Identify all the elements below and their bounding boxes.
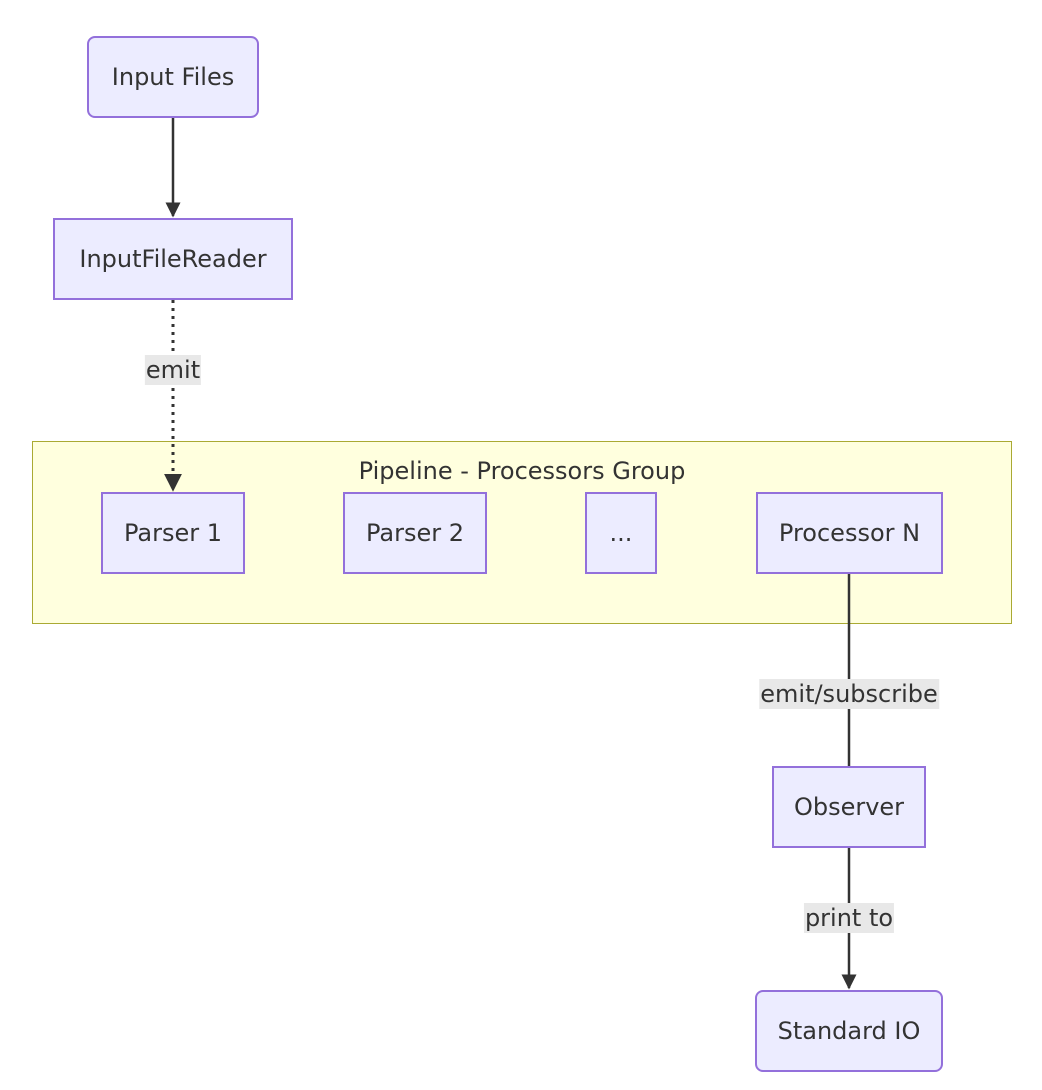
node-parser-2[interactable]: Parser 2: [343, 492, 487, 574]
node-parser-1[interactable]: Parser 1: [101, 492, 245, 574]
cluster-title: Pipeline - Processors Group: [358, 457, 686, 485]
edge-label-emit: emit: [144, 355, 202, 385]
node-input-file-reader[interactable]: InputFileReader: [53, 218, 293, 300]
node-observer[interactable]: Observer: [772, 766, 926, 848]
node-standard-io[interactable]: Standard IO: [755, 990, 943, 1072]
node-processor-n[interactable]: Processor N: [756, 492, 943, 574]
node-input-files[interactable]: Input Files: [87, 36, 259, 118]
node-ellipsis[interactable]: ...: [585, 492, 657, 574]
edge-label-print-to: print to: [803, 903, 895, 933]
edge-label-emit-subscribe: emit/subscribe: [759, 679, 939, 709]
